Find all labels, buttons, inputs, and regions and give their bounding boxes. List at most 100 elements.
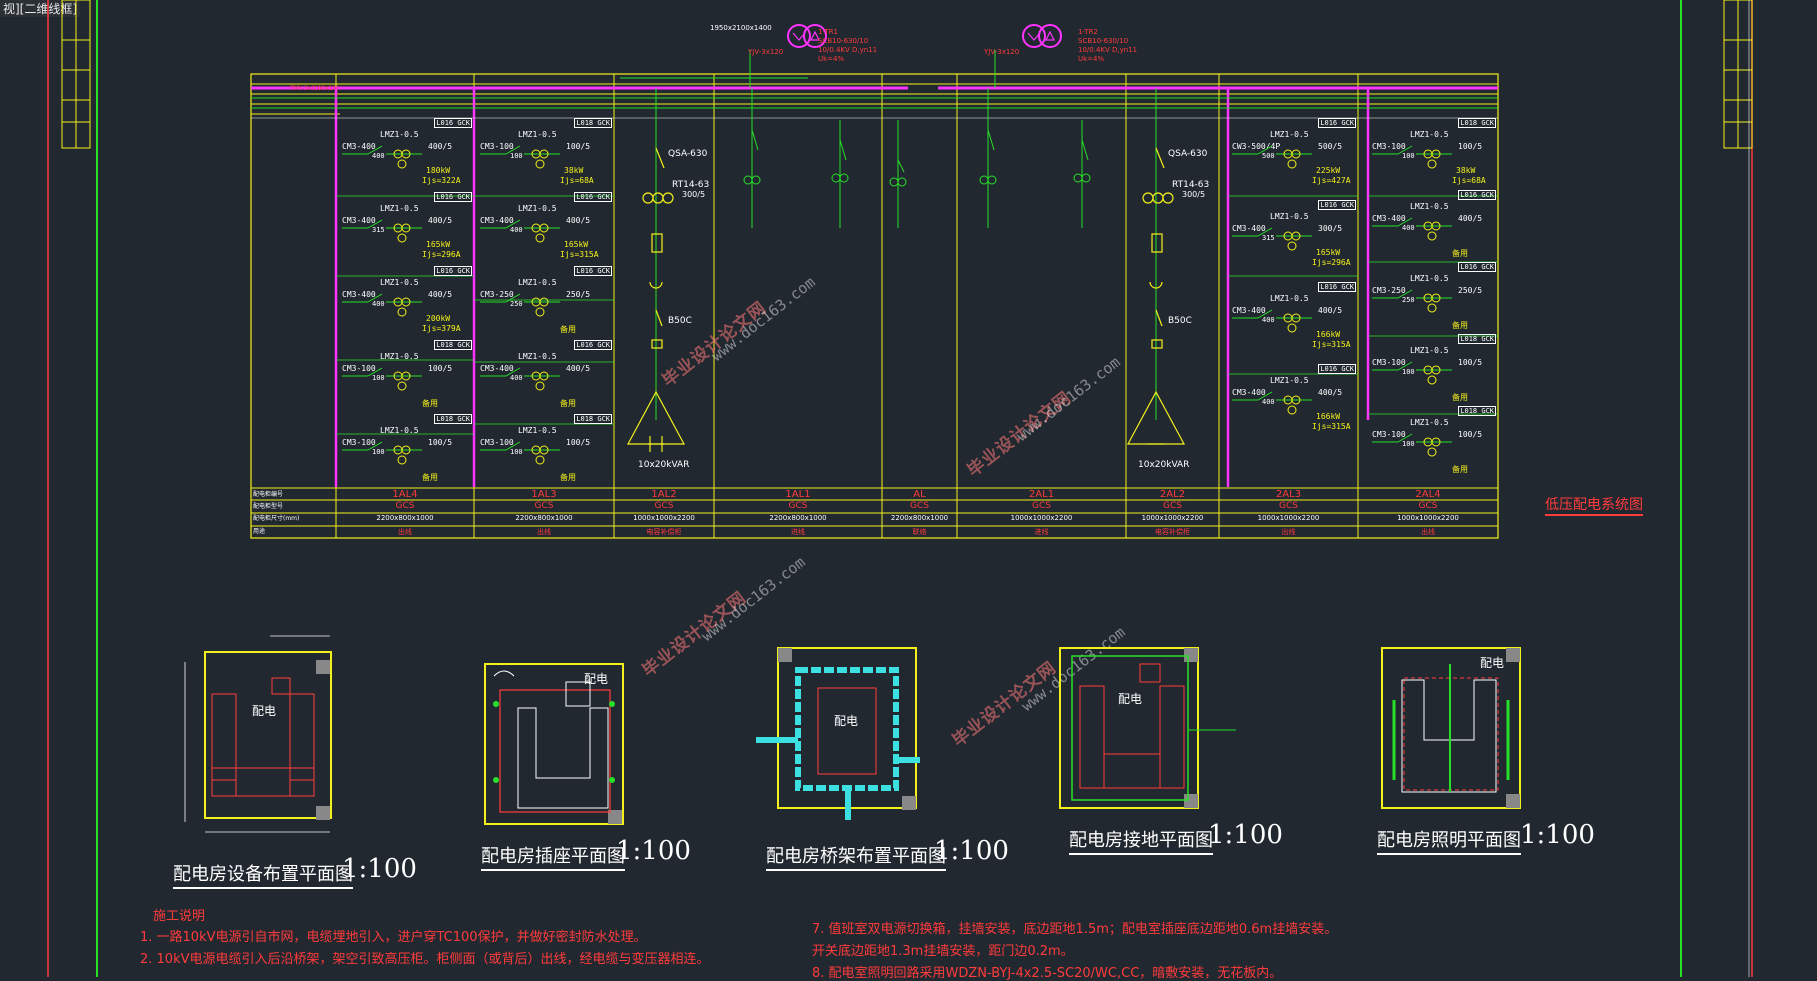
view-tab-label[interactable]: 视][二维线框] bbox=[0, 0, 81, 17]
feeder-breaker: CM3-400 bbox=[1372, 214, 1406, 223]
plan-title-lighting: 配电房照明平面图 bbox=[1377, 826, 1521, 855]
feeder-breaker: CM3-400 bbox=[1232, 306, 1266, 315]
breaker-symbol-icon bbox=[342, 219, 422, 243]
feeder-breaker: CM3-400 bbox=[1232, 388, 1266, 397]
cap2-contactor-label: B50C bbox=[1168, 316, 1192, 326]
feeder-setting: 500 bbox=[1262, 152, 1275, 160]
cap2-rating-label: 10x20kVAR bbox=[1138, 460, 1190, 470]
feeder-ratio: 400/5 bbox=[1318, 306, 1343, 315]
feeder-ratio: 400/5 bbox=[566, 364, 591, 373]
feeder-cable: L016 GCK bbox=[574, 340, 612, 350]
feeder-load: 165kW bbox=[426, 240, 451, 249]
plan-scale-socket: 1:100 bbox=[616, 836, 691, 866]
feeder-setting: 400 bbox=[372, 300, 385, 308]
breaker-symbol-icon bbox=[1372, 289, 1452, 313]
panel-size: 1000x1000x2200 bbox=[1397, 514, 1459, 522]
feeder-ratio: 500/5 bbox=[1318, 142, 1343, 151]
plan-title-equipment: 配电房设备布置平面图 bbox=[173, 860, 353, 889]
panel-use: 电容补偿柜 bbox=[646, 528, 682, 536]
feeder-breaker: CM3-250 bbox=[480, 290, 514, 299]
feeder-ratio: 100/5 bbox=[1458, 430, 1483, 439]
feeder-ratio: 100/5 bbox=[566, 438, 591, 447]
breaker-symbol-icon bbox=[1372, 217, 1452, 241]
feeder-ct: LMZ1-0.5 bbox=[518, 352, 557, 361]
feeder-ijs: Ijs=68A bbox=[1452, 176, 1486, 185]
plan-grounding bbox=[1059, 647, 1236, 809]
notes-heading: 施工说明 bbox=[153, 909, 206, 924]
panel-size: 2200x800x1000 bbox=[515, 514, 573, 522]
feeder-cable: L016 GCK bbox=[1318, 364, 1356, 374]
feeder-breaker: CM3-100 bbox=[1372, 430, 1406, 439]
panel-size: 1000x1000x2200 bbox=[1141, 514, 1204, 522]
feeder-ratio: 100/5 bbox=[566, 142, 591, 151]
cap1-ratio-label: 300/5 bbox=[682, 190, 706, 199]
plan-title-cable-tray: 配电房桥架布置平面图 bbox=[766, 842, 946, 871]
feeder-cable: L016 GCK bbox=[434, 192, 472, 202]
panel-name: 2AL4 bbox=[1415, 489, 1441, 500]
panel-use: 出线 bbox=[398, 528, 412, 536]
breaker-symbol-icon bbox=[480, 367, 560, 391]
breaker-symbol-icon bbox=[480, 145, 560, 169]
feeder-ijs: Ijs=315A bbox=[560, 250, 599, 259]
panel-use: 进线 bbox=[791, 528, 805, 536]
feeder-breaker: CM3-100 bbox=[1372, 358, 1406, 367]
feeder-cable: L016 GCK bbox=[574, 266, 612, 276]
plan-scale-grounding: 1:100 bbox=[1208, 820, 1283, 850]
feeder-setting: 250 bbox=[1402, 296, 1415, 304]
panel-type: GCS bbox=[788, 501, 808, 511]
plan-title-socket: 配电房插座平面图 bbox=[481, 842, 625, 871]
breaker-symbol-icon bbox=[480, 293, 560, 317]
feeder-ct: LMZ1-0.5 bbox=[380, 130, 419, 139]
feeder-load: 38kW bbox=[1456, 166, 1476, 175]
note-left-2: 2. 10kV电源电缆引入后沿桥架，架空引致高压柜。柜侧面（或背后）出线，经电缆… bbox=[140, 952, 710, 967]
feeder-ct: LMZ1-0.5 bbox=[1410, 274, 1449, 283]
feeder-ijs: Ijs=379A bbox=[422, 324, 461, 333]
feeder-setting: 400 bbox=[510, 226, 523, 234]
panel-type: GCS bbox=[1279, 501, 1298, 511]
feeder-load: 165kW bbox=[1316, 248, 1341, 257]
plan-scale-cable-tray: 1:100 bbox=[934, 836, 1009, 866]
plan-lighting bbox=[1381, 647, 1521, 809]
feeder-setting: 100 bbox=[1402, 368, 1415, 376]
feeder-ijs: 备用 bbox=[560, 399, 576, 408]
feeder-ijs: Ijs=427A bbox=[1312, 176, 1351, 185]
breaker-symbol-icon bbox=[480, 219, 560, 243]
panel-use: 进线 bbox=[1034, 528, 1049, 536]
note-left-1: 1. 一路10kV电源引自市网，电缆埋地引入，进户穿TC100保护，并做好密封防… bbox=[140, 930, 647, 945]
plan-scale-lighting: 1:100 bbox=[1520, 820, 1595, 850]
panel-type: GCS bbox=[910, 501, 929, 511]
panel-type: GCS bbox=[1032, 501, 1051, 511]
feeder-ct: LMZ1-0.5 bbox=[518, 278, 557, 287]
feeder-breaker: CW3-500/4P bbox=[1232, 142, 1281, 151]
feeder-ijs: 备用 bbox=[1452, 393, 1468, 402]
note-right-1: 7. 值班室双电源切换箱，挂墙安装，底边距地1.5m；配电室插座底边距地0.6m… bbox=[812, 922, 1338, 937]
diagram-title: 低压配电系统图 bbox=[1545, 494, 1643, 516]
feeder-cable: L018 GCK bbox=[574, 414, 612, 424]
cap1-fuse-label: RT14-63 bbox=[672, 180, 710, 190]
feeder-breaker: CM3-400 bbox=[1232, 224, 1266, 233]
breaker-symbol-icon bbox=[342, 441, 422, 465]
feeder-setting: 100 bbox=[510, 448, 523, 456]
transformer-2-icon bbox=[1022, 24, 1062, 48]
top-dimension: 1950x2100x1400 bbox=[710, 24, 772, 32]
plan-equipment-layout bbox=[184, 635, 332, 833]
feeder-load: 165kW bbox=[564, 240, 589, 249]
feeder-setting: 100 bbox=[372, 374, 385, 382]
breaker-symbol-icon bbox=[1372, 361, 1452, 385]
breaker-symbol-icon bbox=[342, 293, 422, 317]
capacitor-bank-1-icon bbox=[626, 147, 686, 452]
panel-type: GCS bbox=[1418, 501, 1438, 511]
feeder-ct: LMZ1-0.5 bbox=[518, 130, 557, 139]
feeder-setting: 400 bbox=[1402, 224, 1415, 232]
feeder-load: 180kW bbox=[426, 166, 451, 175]
panel-size: 2200x800x1000 bbox=[890, 514, 949, 522]
